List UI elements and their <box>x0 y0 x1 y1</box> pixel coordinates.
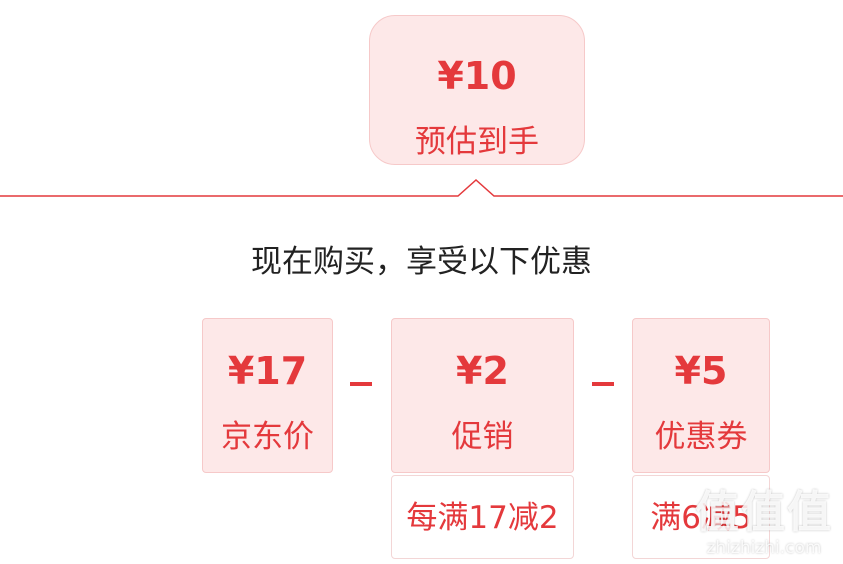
watermark-logo: 值值值 <box>695 487 833 538</box>
offers-headline: 现在购买，享受以下优惠 <box>251 244 592 280</box>
promotion-detail[interactable]: 每满17减2 <box>391 475 574 559</box>
coupon-amount: ¥5 <box>674 349 728 393</box>
watermark: 值值值 zhizhizhi.com <box>695 487 833 559</box>
estimated-price-label: 预估到手 <box>415 124 539 160</box>
promotion-box: ¥2 促销 <box>391 318 574 473</box>
coupon-box: ¥5 优惠券 <box>632 318 770 473</box>
coupon-label: 优惠券 <box>654 419 748 455</box>
promotion-label: 促销 <box>451 419 514 455</box>
estimated-price: ¥10 <box>437 54 517 98</box>
promotion-amount: ¥2 <box>456 349 509 393</box>
jd-price-box: ¥17 京东价 <box>202 318 333 473</box>
jd-price: ¥17 <box>227 349 308 393</box>
pointer-divider <box>0 178 843 197</box>
watermark-url: zhizhizhi.com <box>706 538 822 558</box>
estimated-price-card: ¥10 预估到手 <box>369 15 585 165</box>
jd-price-label: 京东价 <box>221 419 314 455</box>
minus-icon <box>350 382 372 386</box>
minus-icon <box>592 382 614 386</box>
coupon-detail[interactable]: 满6减5 <box>632 475 770 559</box>
